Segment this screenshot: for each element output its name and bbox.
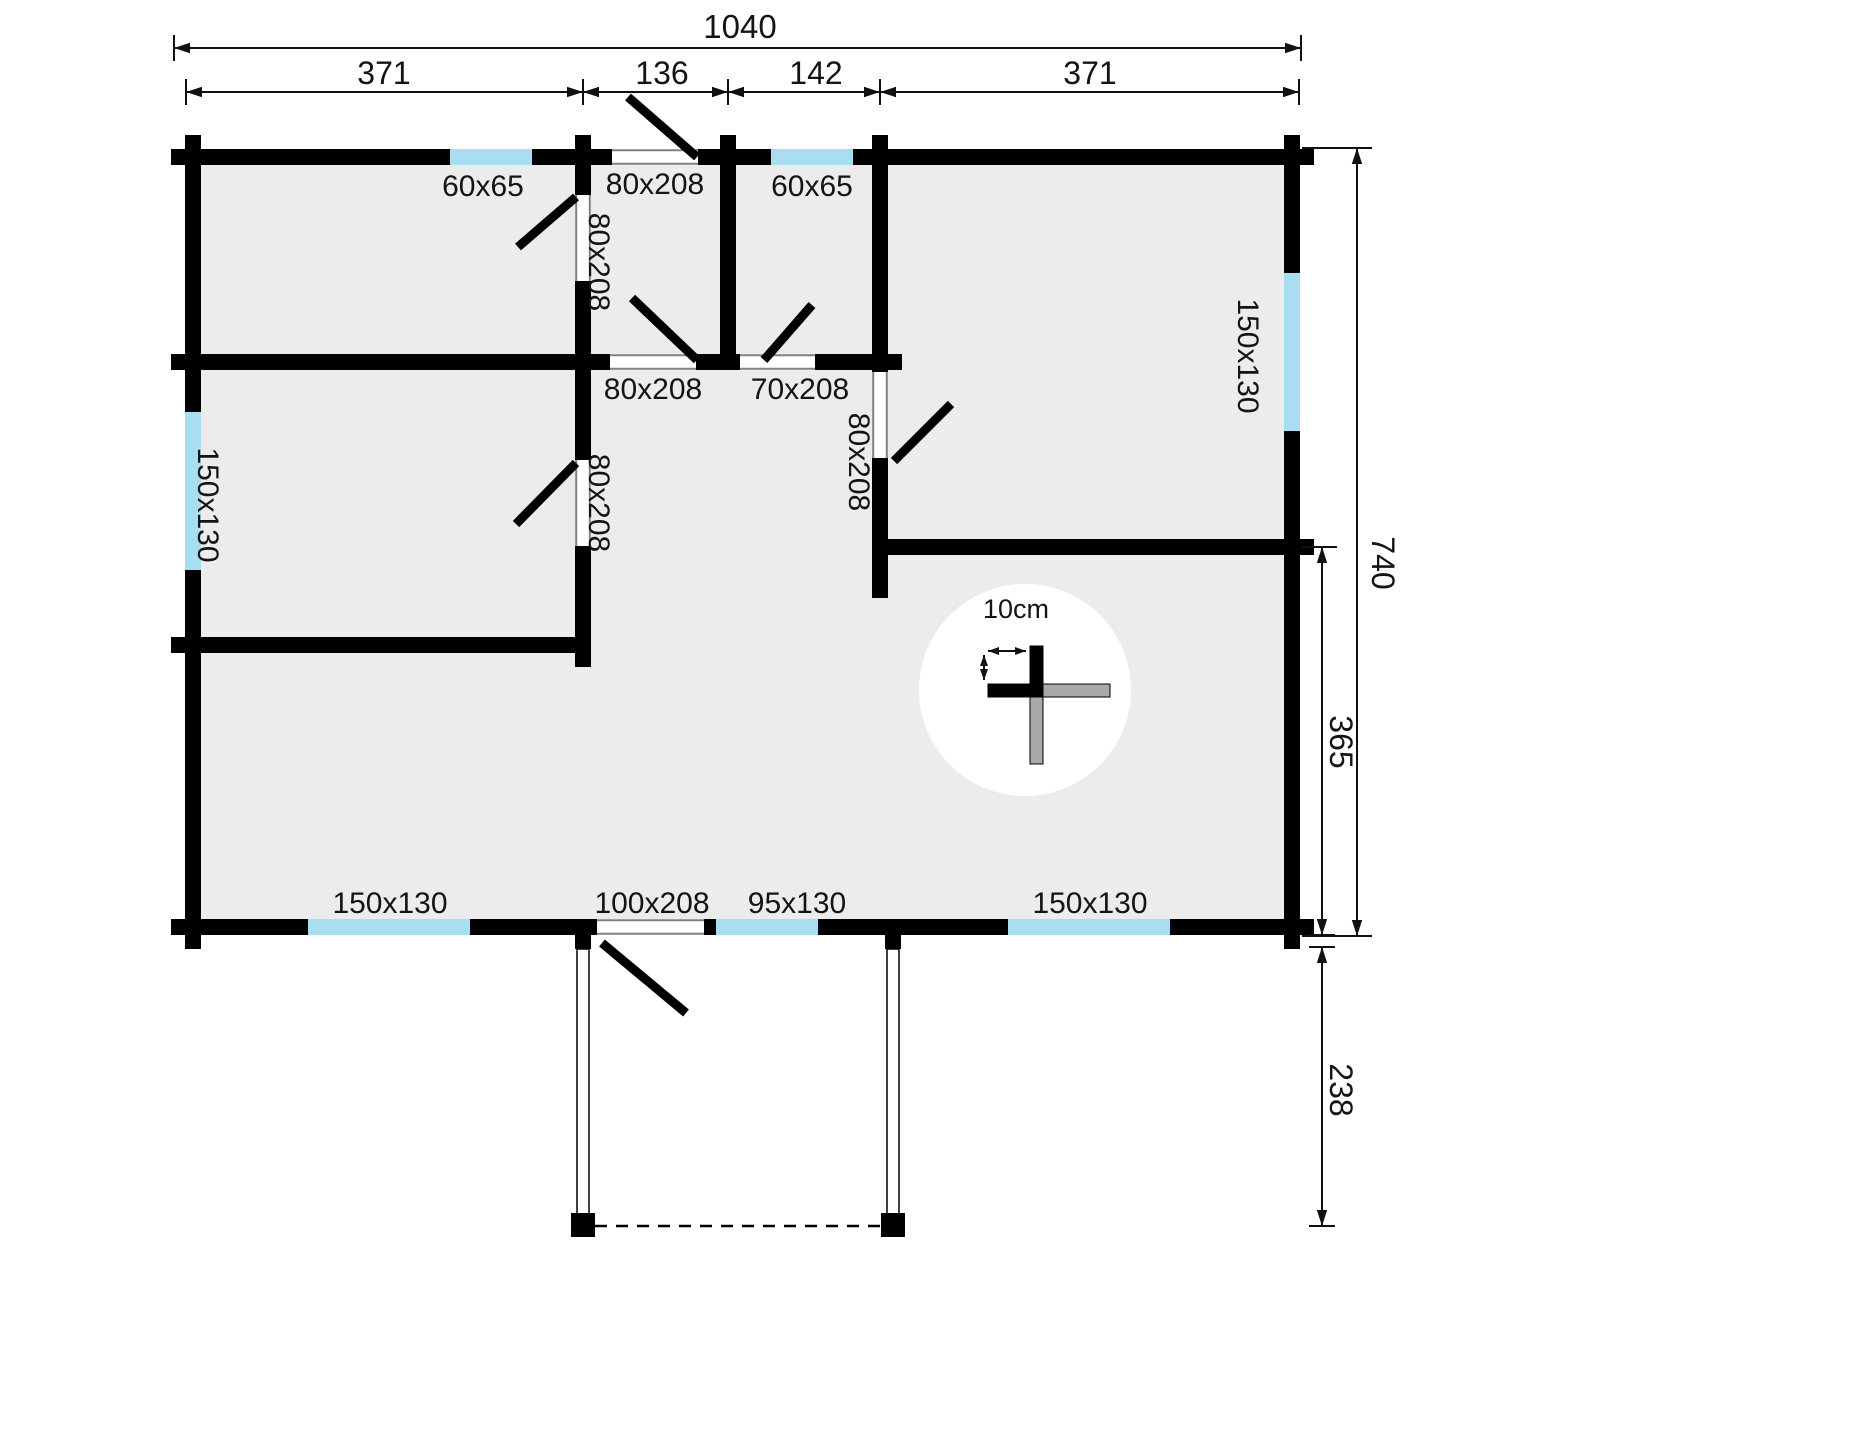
door-label-70x208: 70x208 (751, 373, 849, 406)
dimension-arrowhead (186, 86, 202, 98)
wall-segment (872, 135, 888, 372)
wall-segment (885, 935, 901, 949)
porch-post (571, 1213, 595, 1237)
porch-rail (886, 948, 900, 1217)
scale-wall-bar (987, 683, 1031, 698)
dimension-arrowhead (174, 42, 190, 54)
door-label-80x208-hall: 80x208 (604, 373, 702, 406)
dimension-arrowhead (988, 647, 999, 655)
scale-wall-bar (1042, 683, 1111, 698)
window-label-150x130-right: 150x130 (1231, 298, 1264, 413)
wall-segment (872, 458, 888, 598)
window-label-60x65-left: 60x65 (442, 170, 524, 203)
wall-segment (575, 935, 591, 949)
door-label-80x208-left-lower: 80x208 (582, 454, 615, 552)
window-marker (716, 919, 818, 935)
dim-porch-depth: 238 (1323, 1063, 1359, 1116)
window-marker (450, 149, 532, 165)
scale-label: 10cm (983, 594, 1049, 624)
dimension-arrowhead (1316, 919, 1328, 935)
dimension-arrowhead (712, 86, 728, 98)
porch-post (881, 1213, 905, 1237)
wall-segment (872, 539, 1314, 555)
wall-segment (696, 354, 740, 370)
wall-segment (591, 354, 610, 370)
dimension-arrowhead (980, 655, 988, 666)
scale-wall-bar (1029, 696, 1044, 765)
scale-wall-bar (1029, 645, 1044, 698)
dimension-arrowhead (864, 86, 880, 98)
wall-segment (815, 354, 872, 370)
dimension-arrowhead (728, 86, 744, 98)
dim-width-segment-1: 371 (357, 55, 410, 91)
dimension-arrowhead (1316, 547, 1328, 563)
door-leaf (628, 294, 701, 364)
dimension-arrowhead (1015, 647, 1026, 655)
window-marker (1008, 919, 1170, 935)
door-opening (612, 149, 698, 165)
wall-segment (171, 354, 575, 370)
door-label-80x208-left-upper: 80x208 (582, 213, 615, 311)
dimension-arrowhead (1351, 148, 1363, 164)
door-leaf (515, 193, 579, 251)
dimension-arrowhead (1285, 42, 1301, 54)
window-label-150x130-left: 150x130 (191, 447, 224, 562)
window-label-60x65-right: 60x65 (771, 170, 853, 203)
dimension-arrowhead (1316, 1210, 1328, 1226)
door-leaf (625, 93, 700, 161)
window-label-150x130-bottom-right: 150x130 (1032, 887, 1147, 920)
door-opening (872, 372, 888, 458)
wall-segment (888, 354, 902, 370)
door-opening (575, 460, 591, 546)
dimension-arrowhead (1351, 920, 1363, 936)
dimension-arrowhead (567, 86, 583, 98)
porch-rail (576, 948, 590, 1217)
dim-total-height: 740 (1365, 536, 1401, 589)
dimension-arrowhead (980, 669, 988, 680)
wall-segment (720, 135, 736, 370)
dimension-arrowhead (1316, 947, 1328, 963)
window-marker (185, 412, 201, 570)
dim-width-segment-2: 136 (635, 55, 688, 91)
dim-total-width: 1040 (703, 8, 776, 45)
door-opening (575, 195, 591, 281)
window-label-95x130: 95x130 (748, 887, 846, 920)
door-label-80x208-right: 80x208 (842, 413, 875, 511)
door-opening (597, 919, 704, 935)
wall-segment (575, 546, 591, 667)
window-marker (771, 149, 853, 165)
door-leaf (512, 459, 580, 528)
wall-segment (575, 281, 591, 460)
door-label-100x208: 100x208 (594, 887, 709, 920)
window-marker (1284, 273, 1300, 431)
dimension-arrowhead (1283, 86, 1299, 98)
door-opening (740, 354, 815, 370)
wall-segment (171, 637, 591, 653)
window-label-150x130-bottom-left: 150x130 (332, 887, 447, 920)
window-marker (308, 919, 470, 935)
dimension-arrowhead (583, 86, 599, 98)
door-opening (610, 354, 696, 370)
dim-width-segment-4: 371 (1063, 55, 1116, 91)
dim-width-segment-3: 142 (789, 55, 842, 91)
door-leaf (599, 939, 689, 1017)
wall-segment (575, 135, 591, 195)
wall-segment (171, 149, 612, 165)
door-leaf (890, 400, 955, 465)
dimension-arrowhead (880, 86, 896, 98)
door-leaf (760, 302, 816, 363)
door-label-80x208-top: 80x208 (606, 168, 704, 201)
dim-lower-height: 365 (1323, 715, 1359, 768)
